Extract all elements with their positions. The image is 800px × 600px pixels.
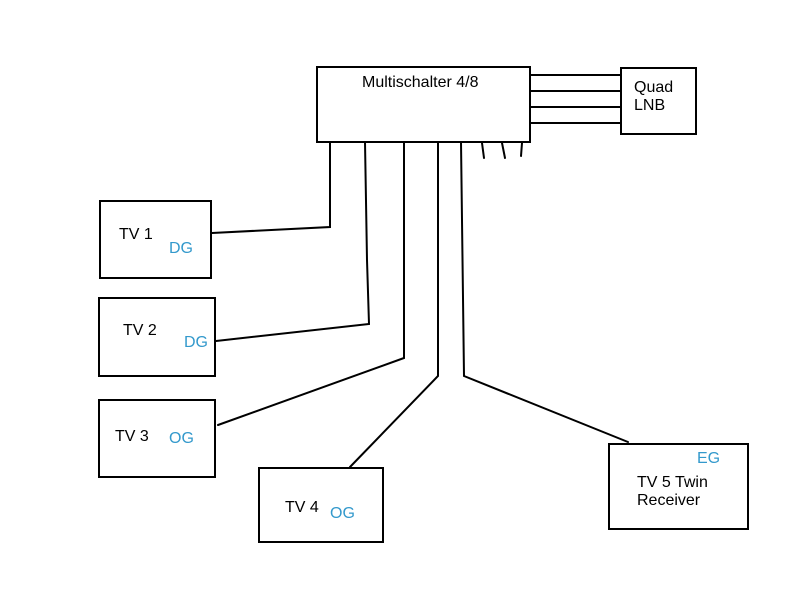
tv2-floor-label: DG <box>184 334 208 351</box>
tv1-floor-label: DG <box>169 240 193 257</box>
lnb-box: Quad LNB <box>620 67 697 135</box>
lnb-label-line1: Quad <box>634 79 674 96</box>
tv4-box: TV 4 OG <box>258 467 384 543</box>
unused-output-2 <box>501 142 506 159</box>
tv3-floor-label: OG <box>169 430 194 447</box>
tv5-label-line2: Receiver <box>637 492 701 509</box>
tv3-label: TV 3 <box>115 428 149 445</box>
multiswitch-box: Multischalter 4/8 <box>316 66 531 143</box>
tv1-box: TV 1 DG <box>99 200 212 279</box>
tv5-floor-label: EG <box>697 450 721 467</box>
tv3-box: TV 3 OG <box>98 399 216 478</box>
multiswitch-label: Multischalter 4/8 <box>362 74 479 91</box>
tv4-floor-label: OG <box>330 505 355 522</box>
cable-tv3 <box>217 141 405 426</box>
unused-output-3 <box>520 142 523 157</box>
lnb-label-line2: LNB <box>634 97 666 114</box>
tv4-label: TV 4 <box>285 499 319 516</box>
tv5-box: EG TV 5 Twin Receiver <box>608 443 749 530</box>
tv2-box: TV 2 DG <box>98 297 216 377</box>
cable-tv2 <box>215 141 371 342</box>
cable-tv4 <box>349 141 439 468</box>
tv1-label: TV 1 <box>119 226 153 243</box>
unused-output-1 <box>481 142 485 159</box>
tv2-label: TV 2 <box>123 322 157 339</box>
tv5-label-line1: TV 5 Twin <box>637 474 708 491</box>
cable-tv1 <box>211 141 331 234</box>
cable-tv5 <box>460 141 629 443</box>
